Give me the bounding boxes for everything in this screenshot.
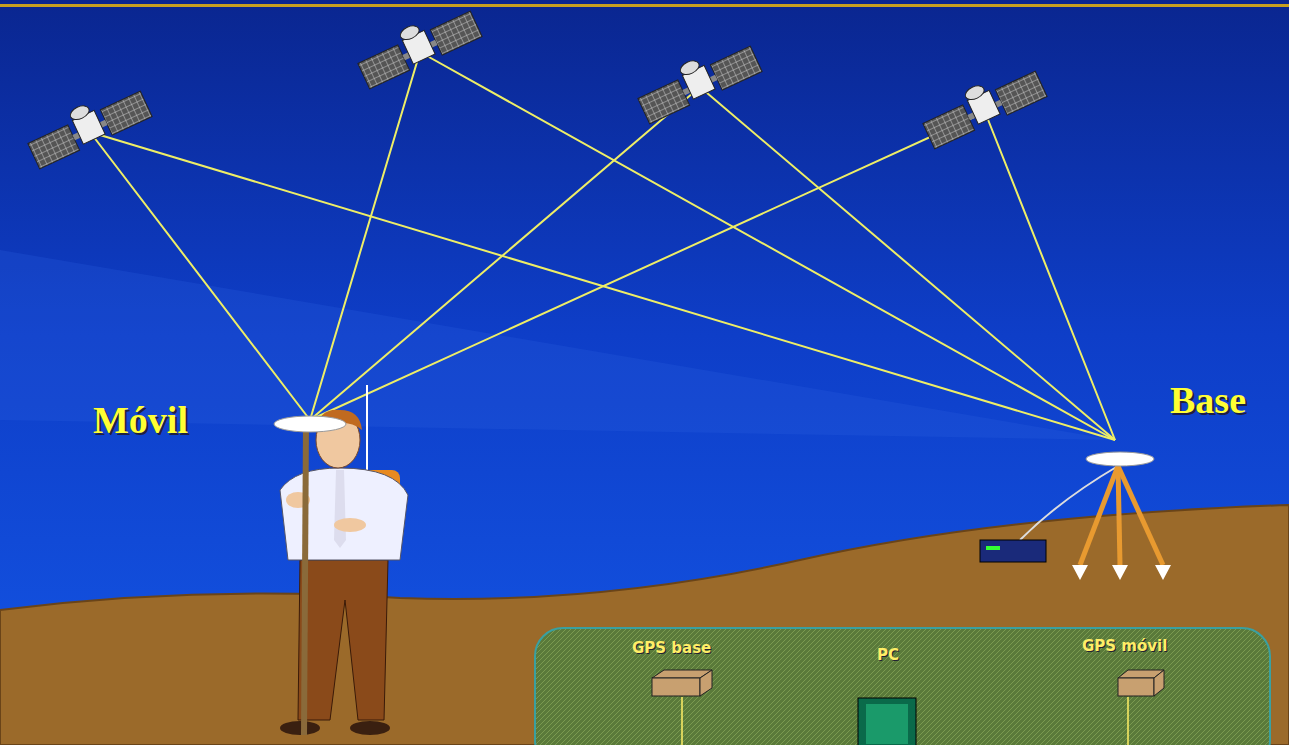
station-label: Móvil	[93, 398, 188, 442]
station-label: Base	[1170, 378, 1246, 422]
device-label: PC	[877, 646, 899, 664]
device-node: PC	[877, 646, 899, 664]
device-label: GPS móvil	[1082, 637, 1167, 655]
device-node: GPS móvil	[1082, 637, 1167, 655]
device-label: GPS base	[632, 639, 711, 657]
device-node: GPS base	[632, 639, 711, 657]
